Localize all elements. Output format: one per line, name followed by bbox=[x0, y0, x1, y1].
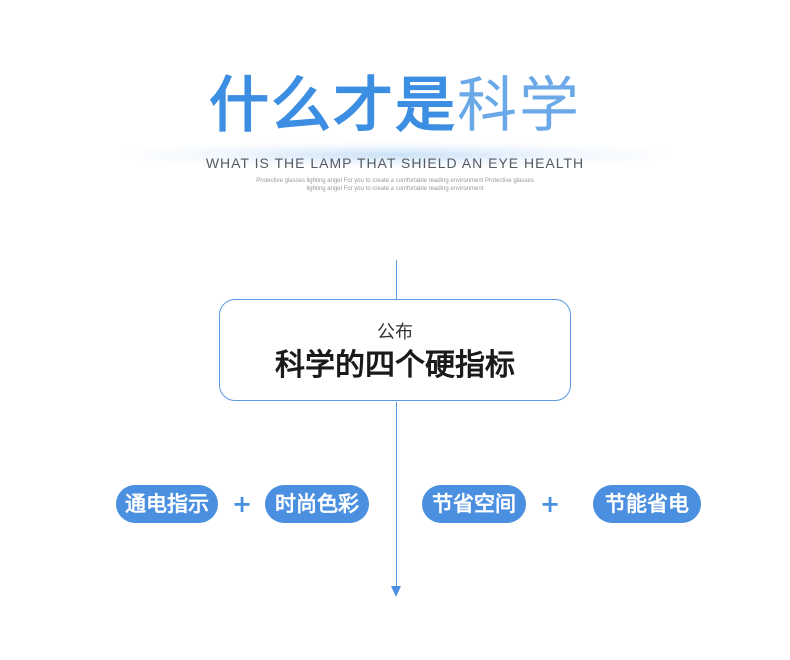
arrow-down-icon bbox=[391, 586, 401, 597]
main-title: 什么才是科学 bbox=[0, 68, 790, 144]
feature-pill-fashion-colors: 时尚色彩 bbox=[265, 485, 369, 523]
title-bold-part: 什么才是 bbox=[209, 71, 457, 141]
plus-icon: + bbox=[231, 490, 253, 518]
feature-pill-power-indicator: 通电指示 bbox=[116, 485, 218, 523]
feature-pill-save-space: 节省空间 bbox=[422, 485, 526, 523]
title-glow-decoration bbox=[120, 142, 670, 168]
announcement-label: 公布 bbox=[377, 322, 413, 343]
announcement-heading: 科学的四个硬指标 bbox=[275, 348, 515, 383]
plus-icon: + bbox=[539, 490, 561, 518]
vertical-axis-bottom bbox=[396, 402, 397, 588]
feature-pill-energy-saving: 节能省电 bbox=[593, 485, 701, 523]
small-description-line-1: Protective glasses lighting angel For yo… bbox=[256, 178, 534, 184]
small-description-line-2: lighting angel For you to create a comfo… bbox=[306, 186, 484, 192]
vertical-axis-top bbox=[396, 260, 397, 300]
announcement-box: 公布 科学的四个硬指标 bbox=[219, 299, 571, 401]
english-subtitle: WHAT IS THE LAMP THAT SHIELD AN EYE HEAL… bbox=[205, 155, 585, 171]
title-light-part: 科学 bbox=[457, 71, 581, 141]
